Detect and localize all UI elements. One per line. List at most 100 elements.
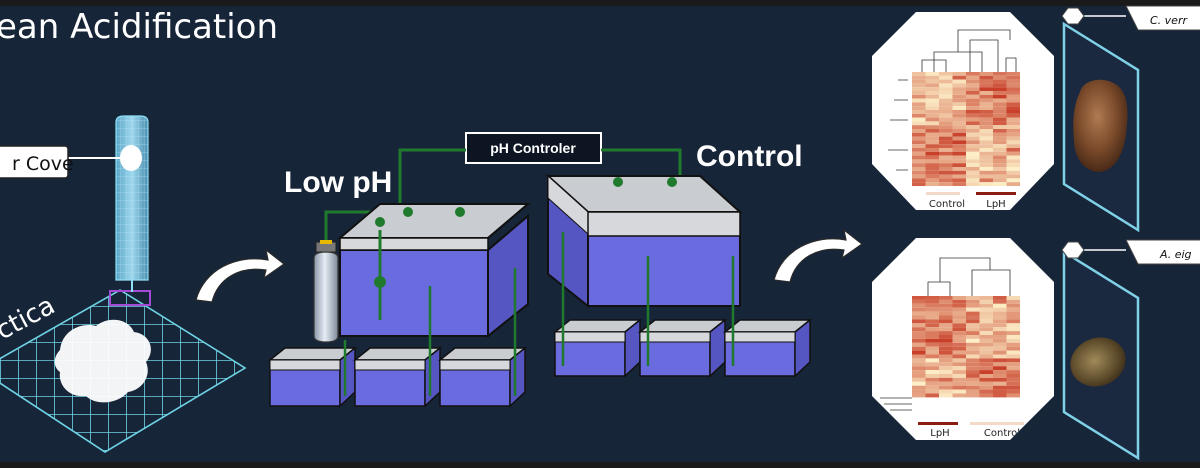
heatmap-cell	[993, 331, 1007, 335]
heatmap-cell	[1006, 91, 1020, 95]
heatmap-cell	[912, 113, 926, 118]
heatmap-cell	[993, 125, 1007, 129]
heatmap-cell	[966, 155, 980, 160]
heatmap-cell	[1006, 331, 1020, 335]
heatmap-cell	[925, 170, 939, 175]
heatmap-cell	[952, 296, 966, 300]
heatmap-cell	[1006, 178, 1020, 183]
heatmap-cell	[993, 144, 1007, 148]
heatmap-cell	[912, 132, 926, 137]
heatmap-cell	[912, 335, 926, 339]
curved-arrow-icon-2	[773, 228, 864, 283]
heatmap-cell	[939, 362, 953, 367]
small-tank	[352, 286, 443, 408]
heatmap-cell	[993, 296, 1007, 300]
heatmap-cell	[993, 136, 1007, 141]
heatmap-cell	[966, 338, 980, 343]
svg-text:pH Controler: pH Controler	[490, 140, 576, 156]
heatmap-cell	[966, 381, 980, 386]
heatmap-cell	[952, 299, 966, 304]
heatmap-cell	[939, 132, 953, 137]
heatmap-cell	[993, 327, 1007, 332]
heatmap-cell	[939, 151, 953, 156]
heatmap-cell	[979, 311, 993, 316]
heatmap-cell	[966, 87, 980, 91]
heatmap-cell	[925, 346, 939, 351]
heatmap-cell	[1006, 83, 1020, 88]
ph-controller-box: pH Controler	[465, 132, 602, 164]
heatmap-cell	[993, 102, 1007, 107]
heatmap-cell	[939, 170, 953, 175]
heatmap-cell	[925, 389, 939, 394]
heatmap-cell	[925, 377, 939, 382]
heatmap-cell	[966, 148, 980, 152]
heatmap-cell	[1006, 315, 1020, 320]
heatmap-cell	[979, 389, 993, 394]
heatmap-cell	[925, 374, 939, 378]
heatmap-cell	[979, 331, 993, 335]
heatmap-cell	[966, 117, 980, 122]
heatmap-cell	[939, 178, 953, 183]
heatmap-cell	[925, 94, 939, 99]
heatmap-cell	[1006, 342, 1020, 347]
heatmap-cell	[925, 83, 939, 88]
heatmap-cell	[979, 323, 993, 328]
heatmap-cell	[993, 98, 1007, 103]
heatmap-cell	[925, 129, 939, 133]
small-tank	[437, 268, 528, 408]
heatmap-cell	[1006, 98, 1020, 103]
heatmap-cell	[952, 370, 966, 374]
heatmap-cell	[925, 303, 939, 308]
heatmap-cell	[1006, 94, 1020, 99]
heatmap-cell	[952, 389, 966, 394]
heatmap-cell	[952, 83, 966, 88]
antarctica-grid-map	[0, 289, 247, 453]
heatmap-cell	[952, 385, 966, 390]
heatmap-cell	[993, 87, 1007, 91]
heatmap-cell	[1006, 132, 1020, 137]
heatmap-cell	[1006, 163, 1020, 167]
heatmap-cell	[993, 350, 1007, 355]
heatmap-cell	[925, 121, 939, 126]
heatmap-cell	[993, 346, 1007, 351]
heatmap-cell	[993, 315, 1007, 320]
heatmap-cell	[993, 110, 1007, 114]
heatmap-cell	[993, 121, 1007, 126]
heatmap-cell	[966, 354, 980, 359]
heatmap-cell	[979, 350, 993, 355]
heatmap-cell	[1006, 299, 1020, 304]
heatmap-cell	[966, 151, 980, 156]
heatmap-cell	[925, 331, 939, 335]
heatmap-cell	[979, 87, 993, 91]
small-tank	[552, 232, 643, 378]
heatmap-cell	[952, 338, 966, 343]
heatmap-cell	[966, 377, 980, 382]
specimen-panel-bottom	[1062, 249, 1140, 461]
heatmap-cell	[993, 393, 1007, 398]
heatmap-cell	[925, 178, 939, 183]
heatmap-cell	[925, 106, 939, 110]
heatmap-cell	[966, 178, 980, 183]
heatmap-cell	[1006, 338, 1020, 343]
heatmap-cell	[925, 315, 939, 320]
heatmap-cell	[966, 140, 980, 145]
heatmap-cell	[993, 132, 1007, 137]
heatmap-cell	[952, 106, 966, 110]
heatmap-cell	[912, 91, 926, 95]
heatmap-cell	[925, 163, 939, 167]
heatmap-cell	[925, 182, 939, 186]
heatmap-cell	[966, 91, 980, 95]
heatmap-cell	[979, 148, 993, 152]
heatmap-cell	[1006, 362, 1020, 367]
species-label-top: C. verr	[1061, 5, 1200, 31]
heatmap-cell	[993, 299, 1007, 304]
heatmap-cell	[939, 144, 953, 148]
heatmap-cell	[1006, 374, 1020, 378]
heatmap-cell	[939, 106, 953, 110]
heatmap-cell	[979, 98, 993, 103]
heatmap-cell	[912, 155, 926, 160]
heatmap-cell	[1006, 113, 1020, 118]
heatmap-cell	[1006, 102, 1020, 107]
heatmap-cell	[979, 319, 993, 324]
